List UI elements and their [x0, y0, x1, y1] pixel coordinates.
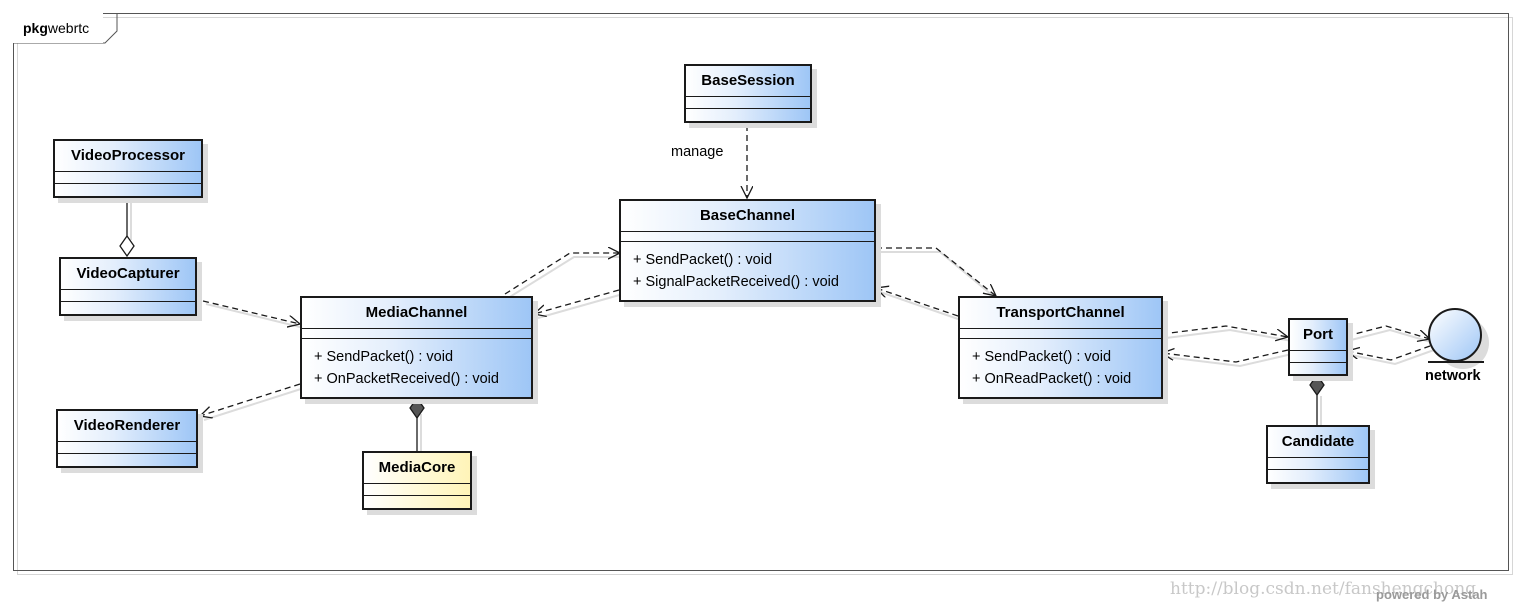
- operations-compartment: + SendPacket() : void + OnReadPacket() :…: [960, 339, 1161, 394]
- class-name: BaseSession: [686, 66, 810, 97]
- class-basesession[interactable]: BaseSession: [684, 64, 812, 123]
- operations-compartment: [1290, 363, 1346, 374]
- attributes-compartment: [302, 329, 531, 339]
- frame-shadow: [17, 17, 1513, 575]
- package-frame: [13, 13, 1509, 571]
- dependency-mediachannel-basechannel: [504, 253, 620, 295]
- class-name: BaseChannel: [621, 201, 874, 232]
- network-label: network: [1425, 368, 1481, 384]
- attributes-compartment: [55, 172, 201, 184]
- dependency-transportchannel-port: [1161, 325, 1288, 337]
- operation: + SignalPacketReceived() : void: [633, 274, 839, 290]
- dependency-transportchannel-basechannel: [876, 288, 959, 317]
- network-actor-icon: [1428, 308, 1489, 369]
- class-name: VideoProcessor: [55, 141, 201, 172]
- class-videoprocessor[interactable]: VideoProcessor: [53, 139, 203, 198]
- operations-compartment: [686, 109, 810, 120]
- operation: + SendPacket() : void: [314, 349, 454, 365]
- package-keyword: pkg: [23, 20, 48, 36]
- class-transportchannel[interactable]: TransportChannel + SendPacket() : void +…: [958, 296, 1163, 399]
- dependency-port-network: [1346, 325, 1430, 339]
- class-candidate[interactable]: Candidate: [1266, 425, 1370, 484]
- class-name: MediaCore: [364, 453, 470, 484]
- composition-port-candidate: [1309, 373, 1325, 425]
- operations-compartment: + SendPacket() : void + OnPacketReceived…: [302, 339, 531, 394]
- operations-compartment: [61, 302, 195, 313]
- operation: + OnReadPacket() : void: [972, 371, 1132, 387]
- class-name: VideoRenderer: [58, 411, 196, 442]
- dependency-mediachannel-renderer: [200, 383, 301, 416]
- dependency-basechannel-transportchannel: [876, 247, 996, 296]
- operations-compartment: [1268, 470, 1368, 481]
- operations-compartment: [55, 184, 201, 195]
- operations-compartment: [58, 454, 196, 465]
- class-mediacore[interactable]: MediaCore: [362, 451, 472, 510]
- attributes-compartment: [621, 232, 874, 242]
- dependency-basechannel-mediachannel: [534, 289, 620, 314]
- attributes-compartment: [960, 329, 1161, 339]
- attributes-compartment: [686, 97, 810, 109]
- class-basechannel[interactable]: BaseChannel + SendPacket() : void + Sign…: [619, 199, 876, 302]
- operation: + OnPacketReceived() : void: [314, 371, 499, 387]
- operation: + SendPacket() : void: [633, 252, 773, 268]
- operation: + SendPacket() : void: [972, 349, 1112, 365]
- package-name: webrtc: [47, 20, 90, 36]
- class-name: Port: [1290, 320, 1346, 351]
- attributes-compartment: [61, 290, 195, 302]
- class-videorenderer[interactable]: VideoRenderer: [56, 409, 198, 468]
- package-tab-outline: [14, 14, 118, 44]
- dependency-capturer-mediachannel: [202, 300, 300, 324]
- dependency-port-transportchannel: [1162, 350, 1289, 363]
- attributes-compartment: [58, 442, 196, 454]
- class-name: TransportChannel: [960, 298, 1161, 329]
- operations-compartment: + SendPacket() : void + SignalPacketRece…: [621, 242, 874, 297]
- dependency-network-port: [1347, 345, 1431, 361]
- operations-compartment: [364, 496, 470, 507]
- class-mediachannel[interactable]: MediaChannel + SendPacket() : void + OnP…: [300, 296, 533, 399]
- class-name: VideoCapturer: [61, 259, 195, 290]
- attributes-compartment: [364, 484, 470, 496]
- composition-mediachannel-mediacore: [409, 396, 425, 451]
- attributes-compartment: [1290, 351, 1346, 363]
- manage-label: manage: [671, 144, 724, 160]
- class-name: MediaChannel: [302, 298, 531, 329]
- class-name: Candidate: [1268, 427, 1368, 458]
- attributes-compartment: [1268, 458, 1368, 470]
- watermark-url: http://blog.csdn.net/fanshengchong: [1170, 579, 1477, 599]
- class-port[interactable]: Port: [1288, 318, 1348, 376]
- powered-by-label: powered by Astah: [1376, 587, 1488, 602]
- aggregation-processor-capturer: [119, 198, 135, 258]
- package-label: pkgwebrtc: [13, 13, 104, 43]
- class-videocapturer[interactable]: VideoCapturer: [59, 257, 197, 316]
